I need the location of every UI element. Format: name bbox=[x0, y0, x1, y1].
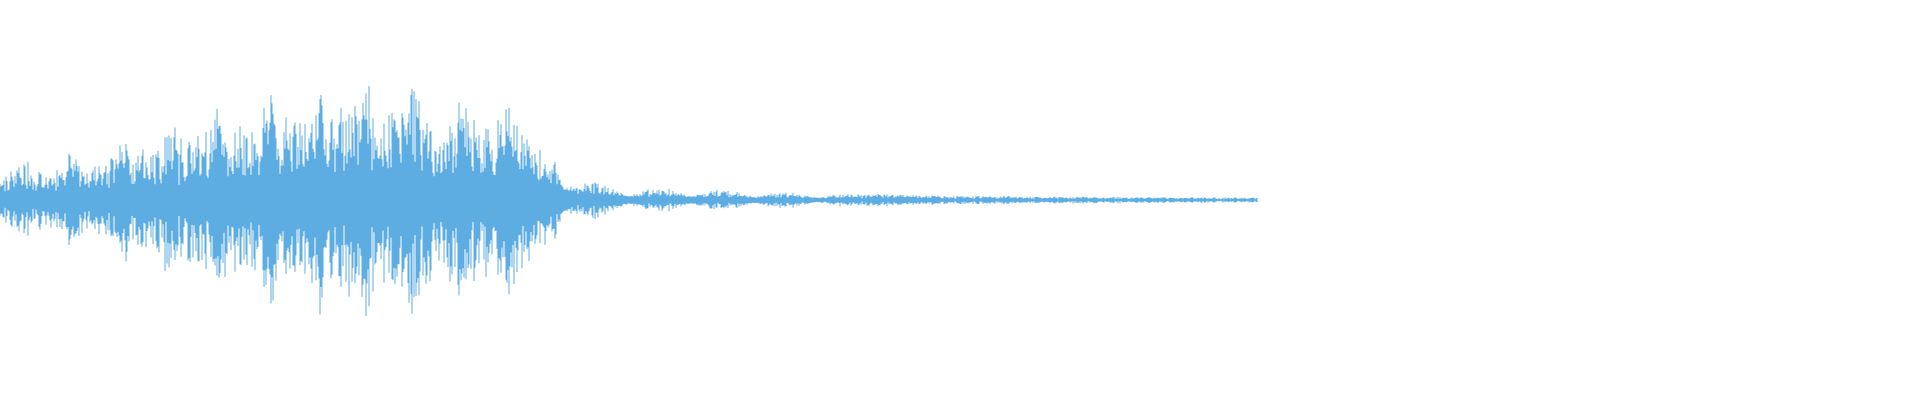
waveform-trace bbox=[0, 85, 1258, 316]
